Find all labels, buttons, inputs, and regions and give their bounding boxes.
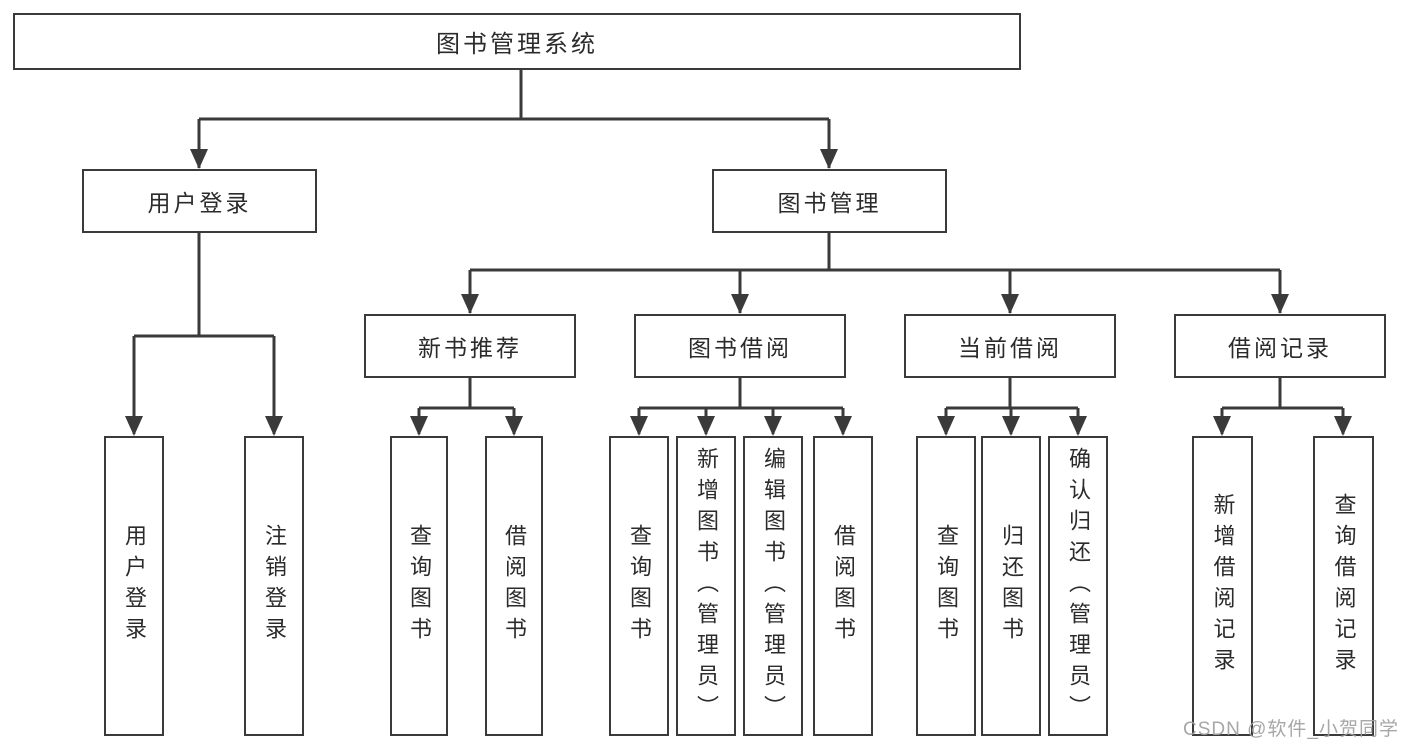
arrowhead-icon xyxy=(834,416,852,436)
arrowhead-icon xyxy=(461,294,479,314)
arrowhead-icon xyxy=(1213,416,1231,436)
node-root: 图书管理系统 xyxy=(13,13,1021,70)
arrowhead-icon xyxy=(1271,294,1289,314)
arrowhead-icon xyxy=(731,294,749,314)
leaf-current-confirm-return-admin: 确认归还（管理员） xyxy=(1048,436,1108,736)
connector-bookborrow-to-leaves xyxy=(637,378,845,434)
leaf-borrow-borrow-books: 借阅图书 xyxy=(813,436,873,736)
arrowhead-icon xyxy=(1334,416,1352,436)
leaf-borrow-add-books-admin: 新增图书（管理员） xyxy=(676,436,736,736)
connector-root-to-level2 xyxy=(197,69,831,168)
connector-bookmgmt-to-level3 xyxy=(468,233,1282,313)
node-new-book-recommendation: 新书推荐 xyxy=(364,314,576,378)
leaf-current-query-books: 查询图书 xyxy=(916,436,976,736)
arrowhead-icon xyxy=(265,416,283,436)
arrowhead-icon xyxy=(630,416,648,436)
connector-newbook-to-leaves xyxy=(417,378,516,434)
leaf-user-login: 用户登录 xyxy=(104,436,164,736)
leaf-current-return-books: 归还图书 xyxy=(981,436,1041,736)
node-user-login: 用户登录 xyxy=(82,169,317,233)
leaf-borrow-edit-books-admin: 编辑图书（管理员） xyxy=(743,436,803,736)
leaf-records-add-borrow-record: 新增借阅记录 xyxy=(1192,436,1253,736)
arrowhead-icon xyxy=(190,149,208,169)
leaf-records-query-borrow-record: 查询借阅记录 xyxy=(1313,436,1374,736)
node-book-management: 图书管理 xyxy=(712,169,947,233)
watermark: CSDN @软件_小贺同学 xyxy=(1183,719,1399,740)
arrowhead-icon xyxy=(820,149,838,169)
arrowhead-icon xyxy=(937,416,955,436)
connector-borrowrecords-to-leaves xyxy=(1220,378,1345,434)
node-current-borrowing: 当前借阅 xyxy=(904,314,1116,378)
arrowhead-icon xyxy=(1002,416,1020,436)
arrowhead-icon xyxy=(1069,416,1087,436)
node-borrowing-records: 借阅记录 xyxy=(1174,314,1386,378)
node-book-borrowing: 图书借阅 xyxy=(634,314,846,378)
leaf-newbook-query-books: 查询图书 xyxy=(390,436,448,736)
arrowhead-icon xyxy=(764,416,782,436)
arrowhead-icon xyxy=(505,416,523,436)
leaf-logout-login: 注销登录 xyxy=(244,436,304,736)
arrowhead-icon xyxy=(410,416,428,436)
arrowhead-icon xyxy=(1001,294,1019,314)
leaf-borrow-query-books: 查询图书 xyxy=(609,436,669,736)
arrowhead-icon xyxy=(697,416,715,436)
arrowhead-icon xyxy=(125,416,143,436)
leaf-newbook-borrow-books: 借阅图书 xyxy=(485,436,543,736)
connector-userlogin-to-leaves xyxy=(132,233,276,434)
